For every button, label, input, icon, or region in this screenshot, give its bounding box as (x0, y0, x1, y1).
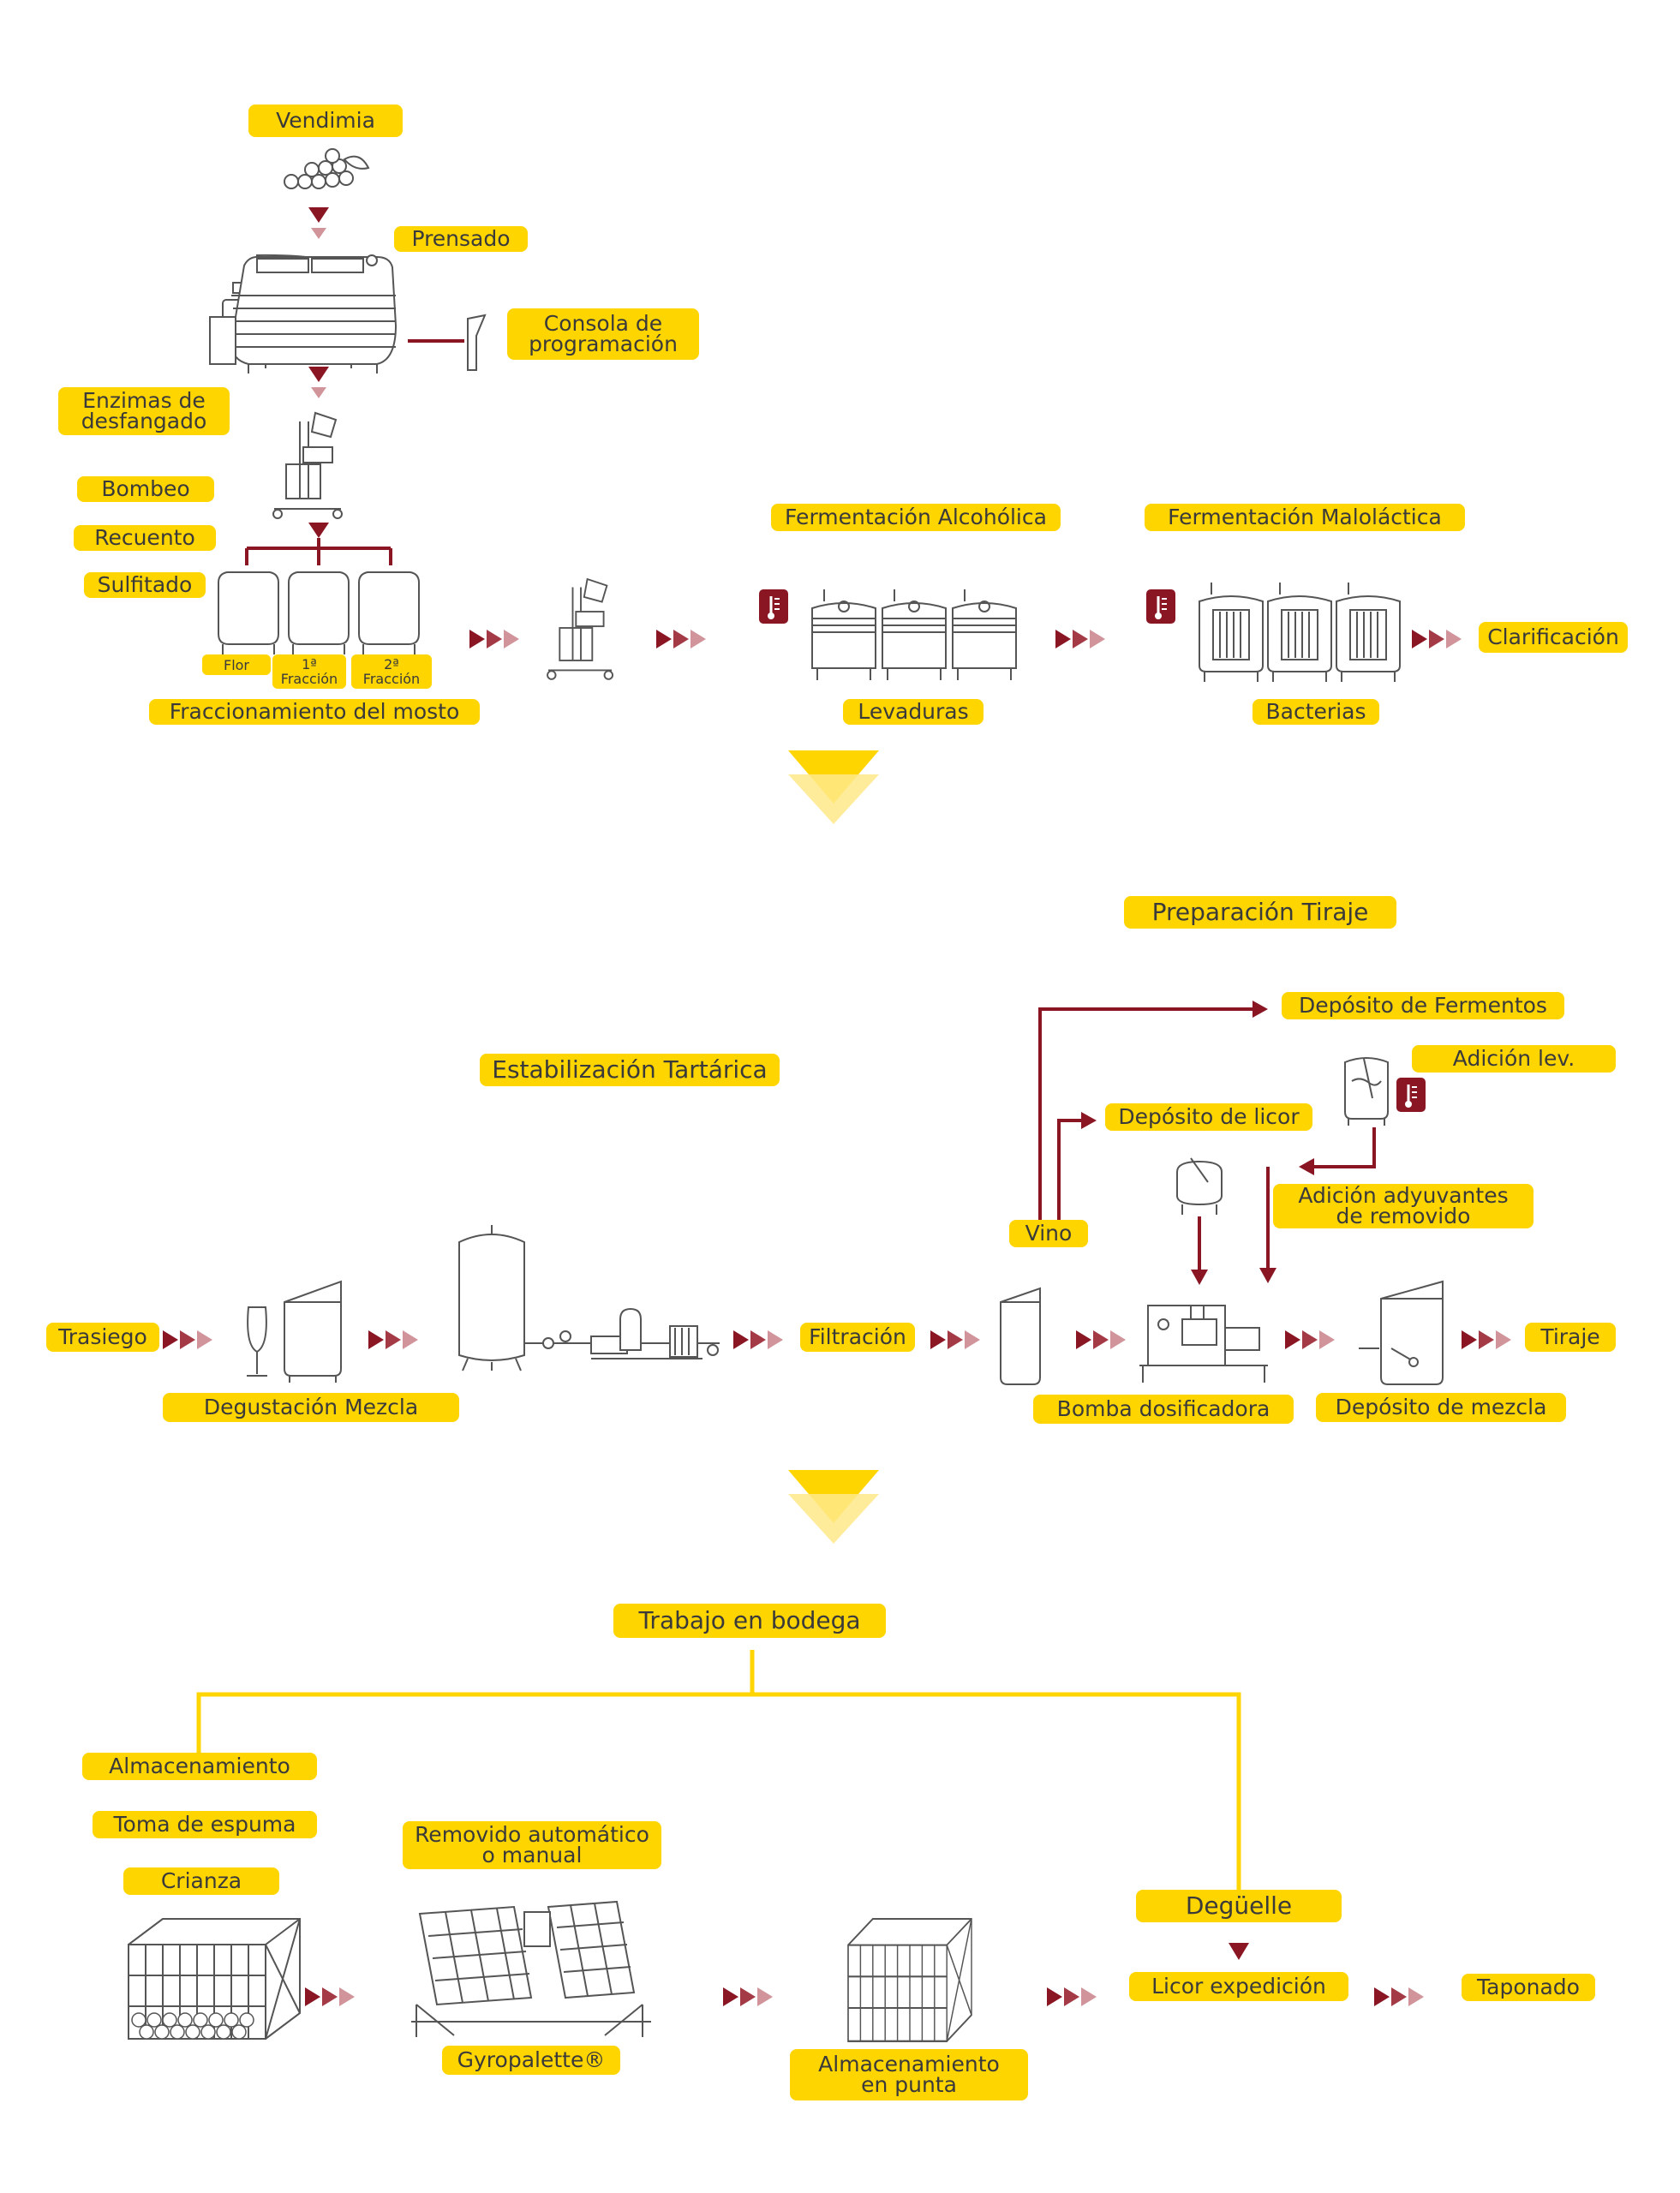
flow-arrow (1047, 1987, 1097, 2006)
label-bomba-dosificadora: Bomba dosificadora (1033, 1395, 1294, 1424)
label-fermentacion-malolactica: Fermentación Maloláctica (1145, 504, 1465, 531)
liquor-feed-lines (1038, 1007, 1376, 1268)
malolactic-tank-icon (1336, 582, 1401, 683)
label-crianza: Crianza (123, 1867, 279, 1895)
label-estabilizacion-tartarica: Estabilización Tartárica (480, 1054, 780, 1086)
malolactic-tank-icon (1267, 582, 1332, 683)
label-consola-programacion: Consola de programación (507, 308, 699, 360)
label-sulfitado: Sulfitado (84, 572, 206, 598)
blend-tank-icon (284, 1280, 342, 1383)
pump-cart-icon (272, 412, 343, 519)
fraction-bracket (245, 538, 392, 565)
storage-in-point-icon (846, 1917, 973, 2042)
flow-arrow (1081, 1112, 1097, 1129)
label-tiraje: Tiraje (1525, 1323, 1616, 1352)
flow-arrow (163, 1330, 212, 1349)
label-prensado: Prensado (394, 226, 528, 252)
label-enzimas-desfangado: Enzimas de desfangado (58, 387, 230, 435)
storage-cage-icon (128, 1918, 301, 2040)
flow-arrow (1055, 630, 1105, 648)
flow-arrow (1412, 630, 1462, 648)
section-down-chevron (788, 1470, 879, 1544)
label-adicion-lev: Adición lev. (1412, 1045, 1616, 1073)
label-filtracion: Filtración (800, 1323, 915, 1352)
flow-arrow (1259, 1268, 1276, 1283)
label-taponado: Taponado (1462, 1974, 1595, 2001)
label-almacenamiento-punta: Almacenamiento en punta (790, 2049, 1028, 2100)
cold-treatment-unit-icon (524, 1307, 720, 1359)
flow-arrow (469, 630, 519, 648)
flow-arrow (1229, 1943, 1249, 1960)
flow-arrow (1253, 1001, 1268, 1018)
flow-arrow (656, 630, 706, 648)
flow-arrow (1374, 1987, 1424, 2006)
label-bombeo: Bombeo (77, 476, 214, 502)
liquor-tank-icon (1176, 1157, 1223, 1215)
label-levaduras: Levaduras (843, 699, 983, 725)
label-adicion-adyuvantes: Adición adyuvantes de removido (1273, 1184, 1534, 1228)
wine-tank-icon (1000, 1287, 1041, 1385)
console-icon (467, 314, 487, 371)
label-clarificacion: Clarificación (1479, 622, 1628, 653)
label-almacenamiento: Almacenamiento (82, 1753, 317, 1780)
label-fermentacion-alcoholica: Fermentación Alcohólica (771, 504, 1061, 531)
flow-arrow (368, 1330, 418, 1349)
flow-arrow (308, 207, 329, 239)
label-toma-espuma: Toma de espuma (93, 1811, 317, 1838)
fraction-tank-icon (288, 571, 350, 655)
stabilization-tank-icon (458, 1225, 525, 1371)
flow-arrow (1462, 1330, 1511, 1349)
fraction-tank-icon (218, 571, 279, 655)
fermentation-tank-icon (952, 589, 1017, 681)
wine-glass-icon (247, 1306, 267, 1377)
label-vino: Vino (1009, 1220, 1088, 1247)
label-vendimia: Vendimia (248, 105, 403, 137)
label-bacterias: Bacterias (1253, 699, 1379, 725)
label-deposito-mezcla: Depósito de mezcla (1316, 1393, 1566, 1422)
flow-arrow (723, 1987, 773, 2006)
flow-arrow (1285, 1330, 1335, 1349)
dosing-pump-icon (1139, 1305, 1268, 1383)
flow-arrow (930, 1330, 980, 1349)
flow-arrow (308, 523, 329, 538)
label-removido: Removido automático o manual (403, 1821, 661, 1869)
section-down-chevron (788, 750, 879, 824)
label-flor: Flor (202, 654, 271, 675)
label-licor-expedicion: Licor expedición (1129, 1972, 1348, 2001)
grapes-icon (284, 148, 370, 189)
label-recuento: Recuento (74, 525, 216, 551)
mixing-tank-icon (1359, 1280, 1444, 1385)
press-machine-icon (209, 254, 398, 373)
label-gyropalette: Gyropalette® (442, 2046, 620, 2075)
fermentation-tank-icon (811, 589, 876, 681)
label-degustacion-mezcla: Degustación Mezcla (163, 1393, 459, 1422)
fraction-tank-icon (358, 571, 420, 655)
flow-arrow (308, 367, 329, 398)
label-fraccion-2: 2ª Fracción (351, 654, 432, 689)
thermometer-icon (1145, 588, 1177, 625)
flow-arrow (1076, 1330, 1126, 1349)
label-fraccion-1: 1ª Fracción (272, 654, 346, 689)
label-deguelle: Degüelle (1136, 1890, 1342, 1922)
label-preparacion-tiraje: Preparación Tiraje (1124, 896, 1396, 929)
flow-arrow (733, 1330, 783, 1349)
flow-arrow (1191, 1270, 1208, 1285)
gyropalette-icon (411, 1900, 651, 2037)
fermentation-tank-icon (882, 589, 947, 681)
malolactic-tank-icon (1199, 582, 1264, 683)
label-deposito-fermentos: Depósito de Fermentos (1282, 992, 1564, 1019)
label-trasiego: Trasiego (46, 1323, 159, 1352)
label-deposito-licor: Depósito de licor (1105, 1103, 1312, 1131)
label-fraccionamiento-mosto: Fraccionamiento del mosto (149, 699, 480, 725)
flow-arrow (305, 1987, 355, 2006)
label-trabajo-bodega: Trabajo en bodega (613, 1604, 886, 1638)
pump-cart-icon (547, 578, 613, 680)
flow-arrow (1299, 1158, 1314, 1175)
yeast-tank-icon (1344, 1057, 1389, 1126)
thermometer-icon (757, 588, 790, 625)
thermometer-icon (1395, 1076, 1427, 1114)
cellar-work-tree (196, 1650, 1241, 1893)
